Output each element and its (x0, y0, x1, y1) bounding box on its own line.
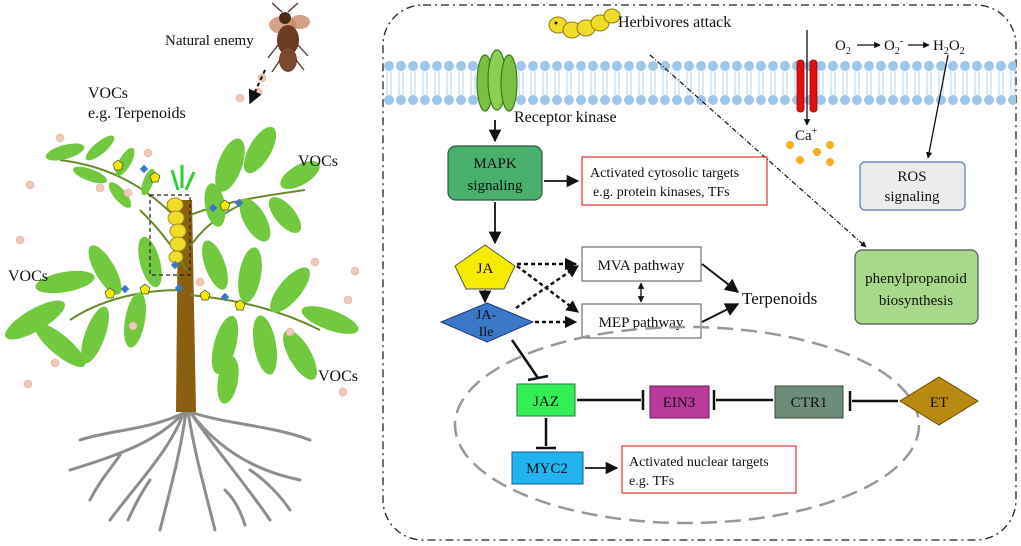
ja-label: JA (477, 261, 494, 277)
jaz-box (516, 383, 576, 417)
et-label: ET (930, 395, 948, 411)
mapk-line2: signaling (468, 178, 523, 194)
mva-pathway-box (581, 246, 702, 282)
mep-pathway-box (581, 303, 702, 339)
mep-pathway-label: MEP pathway (599, 315, 684, 331)
ja-ile-line1: JA- (476, 308, 497, 323)
cytosolic-line2: e.g. protein kinases, TFs (593, 185, 730, 200)
jaz-label: JAZ (533, 394, 559, 410)
terpenoids-label: Terpenoids (742, 289, 817, 308)
cell-boundary (382, 4, 1017, 541)
svg-text:H2O2: H2O2 (933, 38, 965, 57)
calcium-ion-label: Ca+ (795, 126, 818, 144)
ein3-label: EIN3 (663, 395, 696, 411)
sprout (170, 165, 196, 191)
svg-text:O2-: O2- (884, 36, 903, 57)
h2o2-to-ros-arrow (925, 54, 949, 159)
mva-pathway-label: MVA pathway (598, 258, 685, 274)
ja-ile-line2: Ile (479, 325, 494, 340)
ros-signaling-line1: ROS (897, 169, 926, 185)
vocs-label-right: VOCs (298, 153, 338, 170)
vocs-terpenoids-example: e.g. Terpenoids (88, 105, 186, 122)
cytosolic-targets-box (581, 156, 768, 206)
cytosolic-line1: Activated cytosolic targets (590, 166, 739, 181)
herbivory-site-box (149, 194, 191, 276)
ros-signaling-line2: signaling (885, 189, 940, 205)
nuclear-line2: e.g. TFs (629, 474, 674, 489)
ja-ile-shape (439, 302, 535, 343)
mapk-signaling-box (447, 145, 543, 201)
herbivore-caterpillar-icon (548, 8, 621, 39)
herbivore-to-phenylpropanoid-arrow (649, 54, 867, 248)
phenylpropanoid-box (854, 249, 979, 325)
ros-signaling-box (859, 161, 966, 211)
phenylpropanoid-line2: biosynthesis (879, 293, 953, 309)
calcium-ions (786, 141, 834, 166)
ros-generation-chain: O2 O2- H2O2 (835, 36, 965, 57)
voc-particles (15, 73, 360, 397)
enemy-attraction-arrow (248, 69, 266, 105)
ctr1-label: CTR1 (791, 395, 828, 411)
natural-enemy-label: Natural enemy (165, 33, 254, 49)
receptor-kinase-label: Receptor kinase (514, 109, 617, 126)
mapk-line1: MAPK (473, 156, 517, 172)
calcium-channel-icon (796, 59, 818, 113)
voc-markers (104, 159, 246, 311)
vocs-label-left: VOCs (8, 268, 48, 285)
ja-pentagon (454, 244, 516, 290)
myc2-box (511, 451, 584, 485)
receptor-kinase-icon (476, 49, 518, 112)
ja-to-pathway-arrows (515, 257, 580, 329)
branches (59, 159, 321, 331)
vocs-terpenoids-label: VOCs (88, 85, 128, 102)
roots (68, 410, 312, 532)
nuclear-targets-box (621, 445, 797, 494)
myc2-label: MYC2 (526, 461, 568, 477)
vocs-label-bottom: VOCs (318, 368, 358, 385)
nuclear-line1: Activated nuclear targets (629, 455, 769, 470)
et-diamond (899, 376, 979, 426)
nucleus-boundary (453, 325, 921, 525)
plant-illustration (5, 69, 360, 532)
leaves (5, 126, 359, 404)
natural-enemy-insect-icon (267, 2, 310, 73)
caterpillar-icon (166, 197, 187, 264)
phenylpropanoid-line1: phenylpropanoid (865, 271, 967, 287)
ein3-box (649, 385, 710, 419)
herbivores-attack-label: Herbivores attack (618, 14, 731, 31)
svg-text:O2: O2 (835, 38, 851, 57)
ctr1-box (774, 385, 844, 419)
